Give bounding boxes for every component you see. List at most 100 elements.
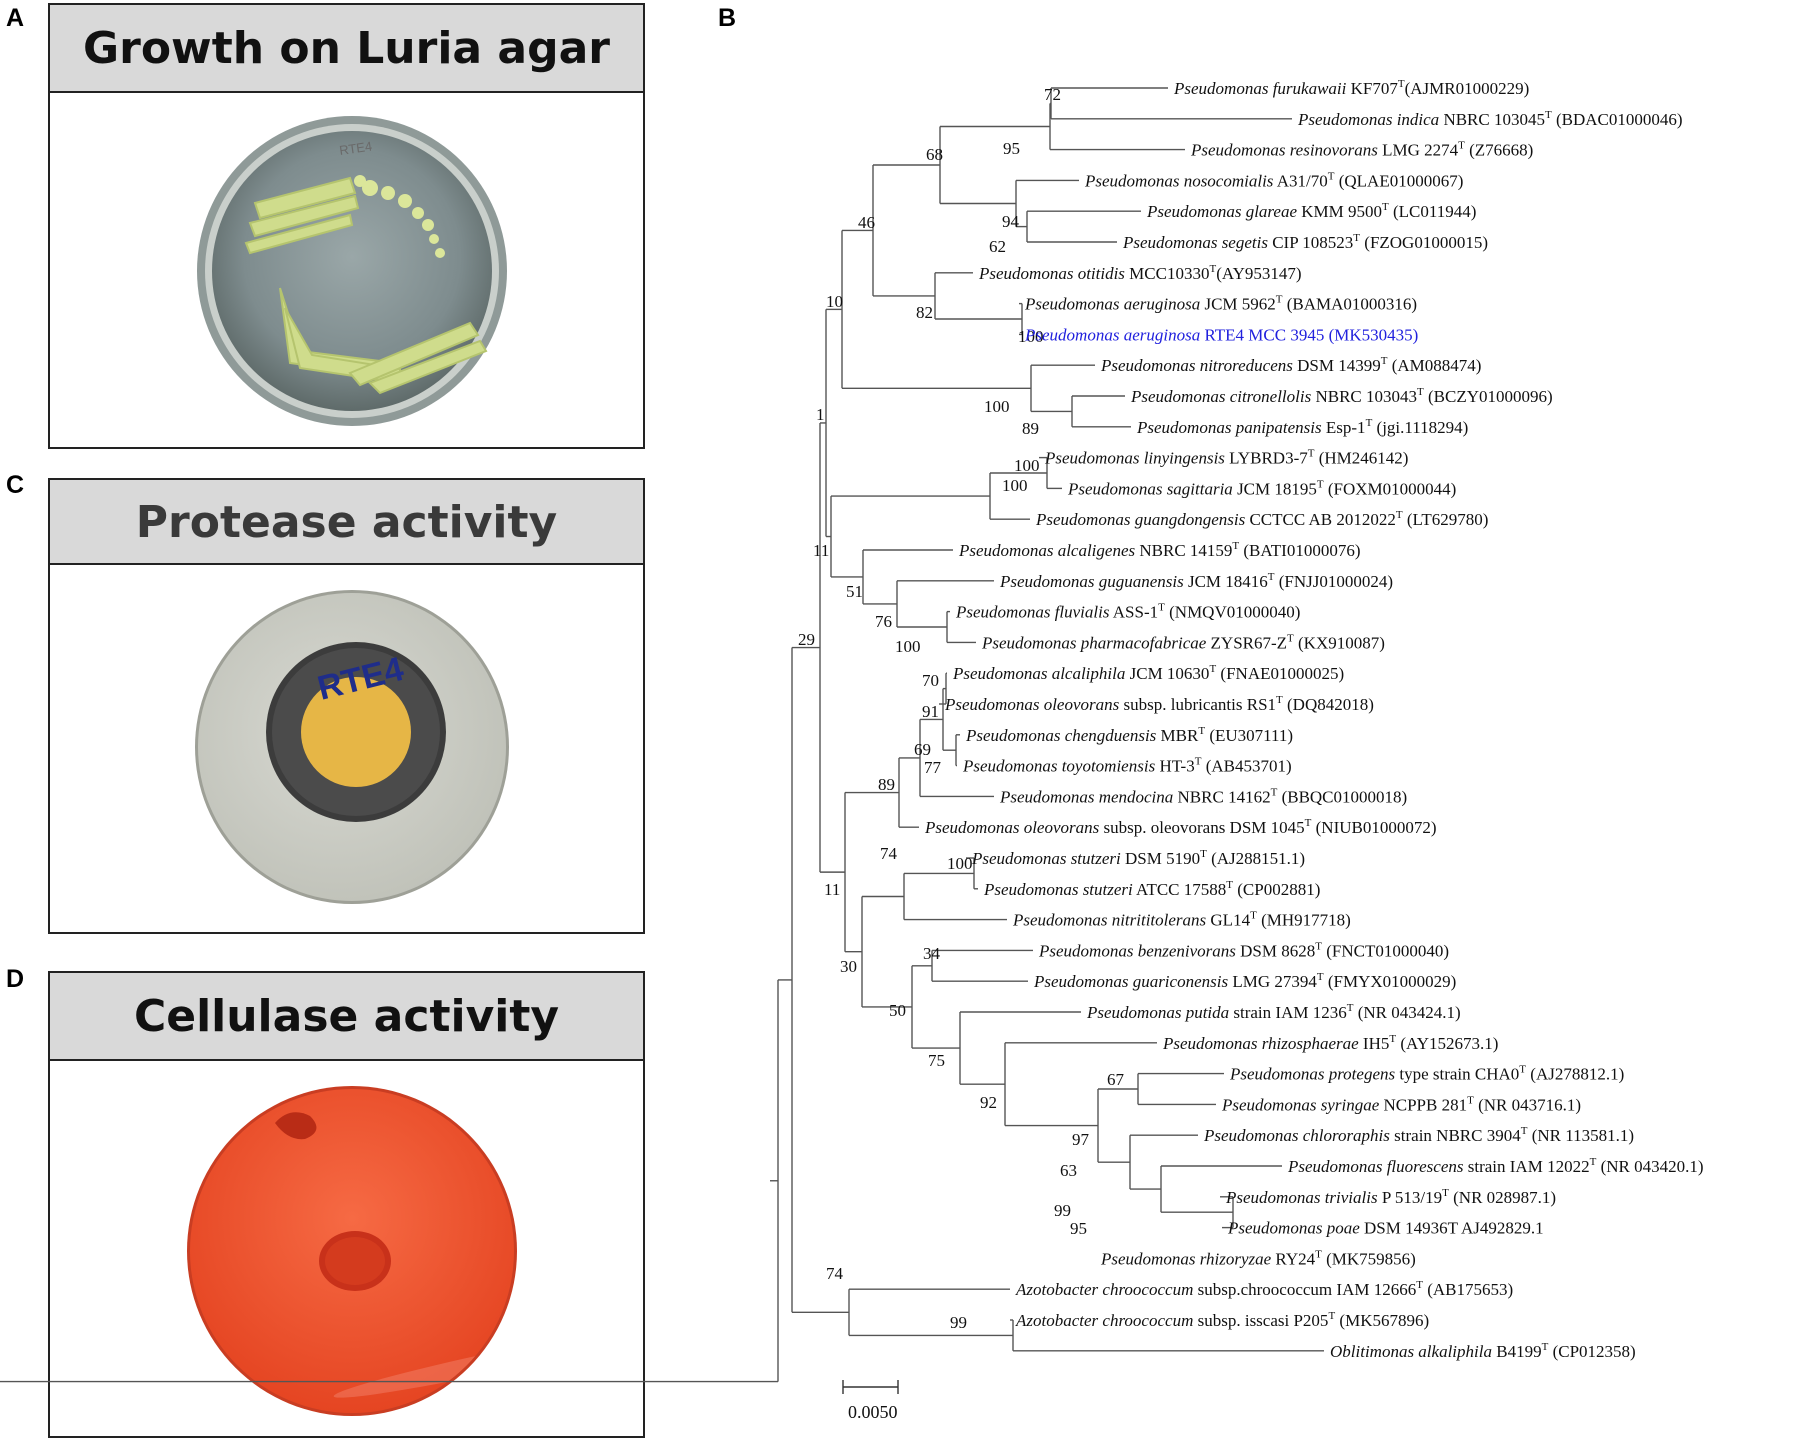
bootstrap-value: 34 [923,944,941,963]
bootstrap-value: 95 [1003,139,1020,158]
leaf-label: Pseudomonas guariconensis LMG 27394T (FM… [1033,971,1456,991]
leaf-label: Pseudomonas poae DSM 14936T AJ492829.1 [1227,1219,1544,1238]
leaf-label: Azotobacter chroococcum subsp. isscasi P… [1015,1310,1429,1330]
leaf-label: Pseudomonas oleovorans subsp. lubricanti… [944,694,1374,714]
leaf-label: Pseudomonas protegens type strain CHA0T … [1229,1064,1624,1084]
leaf-label: Pseudomonas nosocomialis A31/70T (QLAE01… [1084,170,1463,190]
bootstrap-value: 1 [816,405,825,424]
panel-label-c: C [6,471,25,499]
leaf-label: Pseudomonas fluorescens strain IAM 12022… [1287,1156,1704,1176]
panel-d-cellulase: Cellulase activity C [48,971,645,1438]
panel-label-a: A [6,4,25,32]
leaf-label: Pseudomonas nitrititolerans GL14T (MH917… [1012,910,1351,930]
panel-d-title: Cellulase activity [50,973,643,1061]
leaf-label: Pseudomonas mendocina NBRC 14162T (BBQC0… [999,786,1407,806]
bootstrap-value: 70 [922,671,939,690]
leaf-label: Pseudomonas glareae KMM 9500T (LC011944) [1146,201,1476,221]
leaf-label: Azotobacter chroococcum subsp.chroococcu… [1015,1279,1513,1299]
bootstrap-value: 89 [878,775,895,794]
bootstrap-value: 62 [989,237,1006,256]
bootstrap-value: 100 [1018,327,1044,346]
colony-spot [301,677,411,787]
bootstrap-value: 11 [813,541,829,560]
bacterial-streaks [244,176,488,395]
leaf-label: Pseudomonas linyingensis LYBRD3-7T (HM24… [1044,448,1408,468]
bootstrap-value: 89 [1022,419,1039,438]
petri-dish-image: RTE4 [50,93,643,447]
bootstrap-value: 74 [880,844,898,863]
bootstrap-value: 76 [875,612,892,631]
leaf-label: Pseudomonas fluvialis ASS-1T (NMQV010000… [955,602,1300,622]
leaf-label: Pseudomonas nitroreducens DSM 14399T (AM… [1100,355,1481,375]
bootstrap-value: 97 [1072,1130,1090,1149]
bootstrap-value: 91 [922,702,939,721]
bootstrap-value: 11 [824,880,840,899]
bootstrap-value: 10 [826,292,843,311]
panel-a-title: Growth on Luria agar [50,5,643,93]
plate-handwriting: RTE4 [338,139,373,158]
bootstrap-value: 99 [950,1313,967,1332]
panel-c-protease: Protease activity RTE4 [48,478,645,934]
bootstrap-value: 95 [1070,1219,1087,1238]
leaf-label: Pseudomonas sagittaria JCM 18195T (FOXM0… [1067,478,1456,498]
panel-label-b: B [718,4,737,32]
leaf-label: Pseudomonas stutzeri ATCC 17588T (CP0028… [983,879,1320,899]
leaf-label: Pseudomonas aeruginosa JCM 5962T (BAMA01… [1024,294,1417,314]
bootstrap-value: 94 [1002,212,1020,231]
leaf-label: Pseudomonas alcaliphila JCM 10630T (FNAE… [952,663,1344,683]
leaf-label: Pseudomonas otitidis MCC10330T(AY953147) [978,263,1302,283]
bootstrap-value: 100 [947,854,973,873]
leaf-label: Pseudomonas citronellolis NBRC 103043T (… [1130,386,1553,406]
leaf-label: Pseudomonas rhizosphaerae IH5T (AY152673… [1162,1033,1498,1053]
leaf-label: Pseudomonas indica NBRC 103045T (BDAC010… [1297,109,1683,129]
leaf-label: Pseudomonas pharmacofabricae ZYSR67-ZT (… [981,632,1385,652]
leaf-label: Pseudomonas alcaligenes NBRC 14159T (BAT… [958,540,1361,560]
scale-bar: 0.0050 [842,1380,899,1422]
leaf-label: Pseudomonas rhizoryzae RY24T (MK759856) [1100,1248,1416,1268]
panel-label-d: D [6,965,25,993]
bootstrap-value: 68 [926,145,943,164]
bootstrap-value: 100 [984,397,1010,416]
bootstrap-value: 75 [928,1051,945,1070]
bootstrap-value: 92 [980,1093,997,1112]
bootstrap-value: 100 [1002,476,1028,495]
bootstrap-value: 74 [826,1264,844,1283]
bootstrap-value: 29 [798,630,815,649]
leaf-label: Pseudomonas toyotomiensis HT-3T (AB45370… [962,756,1292,776]
leaf-label: Pseudomonas trivialis P 513/19T (NR 0289… [1225,1187,1556,1207]
leaf-label: Pseudomonas stutzeri DSM 5190T (AJ288151… [971,848,1305,868]
bootstrap-value: 51 [846,582,863,601]
leaf-label: Pseudomonas resinovorans LMG 2274T (Z766… [1190,140,1533,160]
leaf-label: Pseudomonas guangdongensis CCTCC AB 2012… [1035,509,1488,529]
leaf-label: Pseudomonas chlororaphis strain NBRC 390… [1203,1125,1634,1145]
bootstrap-value: 100 [895,637,921,656]
leaf-label: Pseudomonas panipatensis Esp-1T (jgi.111… [1136,417,1468,437]
leaf-label: Pseudomonas chengduensis MBRT (EU307111) [965,725,1293,745]
panel-c-title: Protease activity [50,480,643,565]
leaf-label: Pseudomonas guguanensis JCM 18416T (FNJJ… [999,571,1393,591]
leaf-label-query-strain: Pseudomonas aeruginosa RTE4 MCC 3945 (MK… [1024,325,1418,344]
leaf-label: Pseudomonas benzenivorans DSM 8628T (FNC… [1038,940,1449,960]
bootstrap-value: 100 [1014,456,1040,475]
leaf-label: Pseudomonas syringae NCPPB 281T (NR 0437… [1221,1094,1581,1114]
cellulase-plate-image: C [50,1061,643,1436]
bootstrap-value: 77 [924,758,942,777]
bootstrap-value: 63 [1060,1161,1077,1180]
scale-bar-label: 0.0050 [848,1402,898,1422]
leaf-label: Pseudomonas furukawaii KF707T(AJMR010002… [1173,78,1529,98]
bootstrap-value: 99 [1054,1201,1071,1220]
leaf-label: Pseudomonas oleovorans subsp. oleovorans… [924,817,1437,837]
bootstrap-value: 30 [840,957,857,976]
leaf-label: Pseudomonas segetis CIP 108523T (FZOG010… [1122,232,1488,252]
panel-a-growth: Growth on Luria agar [48,3,645,449]
bootstrap-value: 72 [1044,85,1061,104]
bootstrap-value: 67 [1107,1070,1125,1089]
bootstrap-value: 82 [916,303,933,322]
bootstrap-value: 69 [914,740,931,759]
leaf-label: Pseudomonas putida strain IAM 1236T (NR … [1086,1002,1461,1022]
bootstrap-value: 46 [858,213,875,232]
protease-plate-image: RTE4 [50,565,643,932]
leaf-label: Oblitimonas alkaliphila B4199T (CP012358… [1330,1341,1636,1361]
